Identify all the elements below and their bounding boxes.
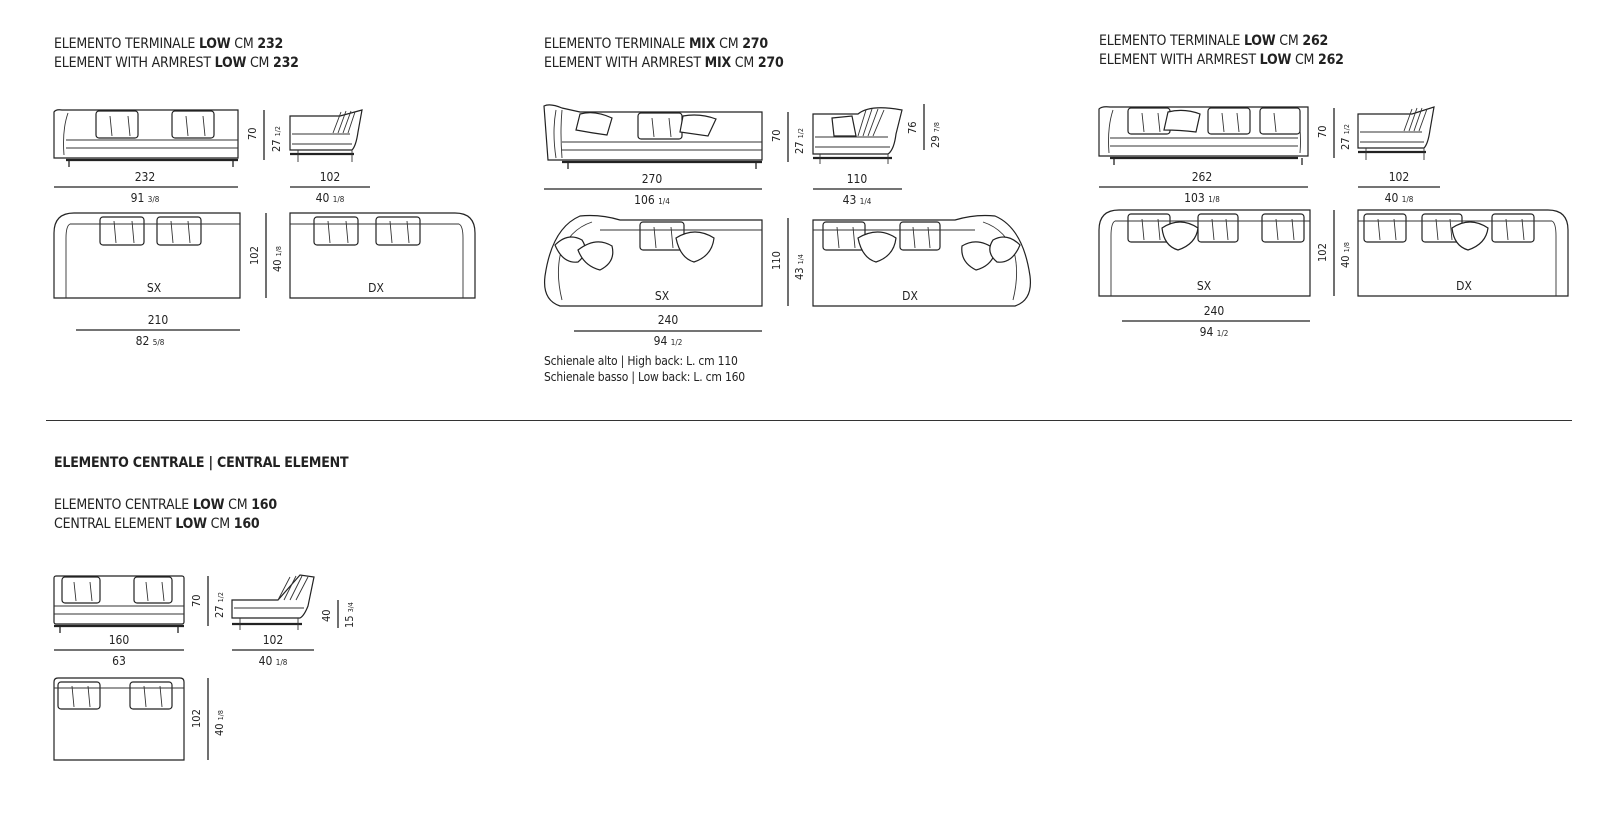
central-element-heading: ELEMENTO CENTRALE | CENTRAL ELEMENT bbox=[54, 455, 349, 471]
dim-height-in: 27 1/2 bbox=[270, 126, 283, 152]
header-terminal-low-262: ELEMENTO TERMINALE LOW CM 262 ELEMENT WI… bbox=[1099, 32, 1344, 70]
sofa-plan-view-160 bbox=[53, 677, 185, 761]
header-line-en: ELEMENT WITH ARMREST MIX CM 270 bbox=[544, 55, 784, 71]
header-terminal-low-232: ELEMENTO TERMINALE LOW CM 232 ELEMENT WI… bbox=[54, 35, 299, 73]
dim-side-depth-in: 40 1/8 bbox=[316, 191, 345, 205]
section-divider bbox=[46, 420, 1572, 421]
plan-label-dx: DX bbox=[1456, 279, 1472, 293]
dim-plan-width-in: 94 1/2 bbox=[1200, 325, 1229, 339]
dim-height-in: 27 1/2 bbox=[793, 128, 806, 154]
dim-plan-depth-cm: 102 bbox=[1316, 243, 1329, 262]
sofa-plan-view-sx-270 bbox=[543, 214, 763, 307]
header-line-it: ELEMENTO TERMINALE LOW CM 232 bbox=[54, 36, 284, 52]
dim-seat-height-in: 15 3/4 bbox=[343, 602, 356, 628]
header-line-en: CENTRAL ELEMENT LOW CM 160 bbox=[54, 516, 260, 532]
sofa-plan-view-sx-232 bbox=[53, 212, 241, 299]
sofa-front-view-270 bbox=[543, 104, 763, 169]
header-line-it: ELEMENTO TERMINALE MIX CM 270 bbox=[544, 36, 768, 52]
note-low-back: Schienale basso | Low back: L. cm 160 bbox=[544, 370, 745, 384]
dim-plan-width-in: 94 1/2 bbox=[654, 334, 683, 348]
dim-back-height-cm: 76 bbox=[906, 121, 919, 134]
header-line-en: ELEMENT WITH ARMREST LOW CM 232 bbox=[54, 55, 299, 71]
sofa-front-view-160 bbox=[53, 575, 185, 633]
dim-front-width-in: 91 3/8 bbox=[131, 191, 160, 205]
dim-plan-depth-in: 40 1/8 bbox=[1339, 242, 1352, 268]
dim-height-cm: 70 bbox=[1316, 125, 1329, 138]
sofa-side-view-262 bbox=[1357, 106, 1435, 160]
dim-front-width-in: 106 1/4 bbox=[634, 193, 670, 207]
dim-side-depth-in: 43 1/4 bbox=[843, 193, 872, 207]
plan-label-sx: SX bbox=[1197, 279, 1212, 293]
sofa-side-view-270 bbox=[812, 107, 903, 164]
dim-side-depth-in: 40 1/8 bbox=[259, 654, 288, 668]
dim-plan-depth-in: 43 1/4 bbox=[793, 254, 806, 280]
sofa-plan-view-dx-232 bbox=[289, 212, 476, 299]
header-line-it: ELEMENTO CENTRALE LOW CM 160 bbox=[54, 497, 277, 513]
dim-plan-width-cm: 210 bbox=[148, 313, 169, 327]
sofa-side-view-160 bbox=[231, 574, 315, 630]
dim-front-width-in: 63 bbox=[112, 654, 126, 668]
sofa-front-view-232 bbox=[53, 109, 239, 167]
sofa-plan-view-dx-270 bbox=[812, 214, 1032, 307]
dim-front-width-in: 103 1/8 bbox=[1184, 191, 1220, 205]
dim-height-in: 27 1/2 bbox=[213, 592, 226, 618]
dim-height-cm: 70 bbox=[770, 129, 783, 142]
dim-side-depth-cm: 102 bbox=[320, 170, 341, 184]
dim-front-width-cm: 262 bbox=[1192, 170, 1213, 184]
dim-height-cm: 70 bbox=[246, 127, 259, 140]
sofa-side-view-232 bbox=[289, 109, 363, 162]
note-high-back: Schienale alto | High back: L. cm 110 bbox=[544, 354, 738, 368]
dim-side-depth-cm: 102 bbox=[263, 633, 284, 647]
header-terminal-mix-270: ELEMENTO TERMINALE MIX CM 270 ELEMENT WI… bbox=[544, 35, 784, 73]
dim-side-depth-cm: 110 bbox=[847, 172, 868, 186]
dim-plan-width-cm: 240 bbox=[658, 313, 679, 327]
plan-label-sx: SX bbox=[147, 281, 162, 295]
plan-label-dx: DX bbox=[902, 289, 918, 303]
dim-plan-depth-in: 40 1/8 bbox=[271, 246, 284, 272]
plan-label-dx: DX bbox=[368, 281, 384, 295]
dim-front-width-cm: 232 bbox=[135, 170, 156, 184]
mix-back-notes: Schienale alto | High back: L. cm 110 Sc… bbox=[544, 353, 745, 385]
sofa-front-view-262 bbox=[1098, 106, 1309, 165]
dim-plan-depth-cm: 102 bbox=[190, 709, 203, 728]
dim-height-cm: 70 bbox=[190, 594, 203, 607]
plan-label-sx: SX bbox=[655, 289, 670, 303]
dim-side-depth-in: 40 1/8 bbox=[1385, 191, 1414, 205]
dim-back-height-in: 29 7/8 bbox=[929, 122, 942, 148]
dim-plan-depth-cm: 110 bbox=[770, 251, 783, 270]
dim-plan-width-cm: 240 bbox=[1204, 304, 1225, 318]
dim-height-in: 27 1/2 bbox=[1339, 124, 1352, 150]
sofa-plan-view-sx-262 bbox=[1098, 209, 1311, 297]
dim-front-width-cm: 160 bbox=[109, 633, 130, 647]
header-line-it: ELEMENTO TERMINALE LOW CM 262 bbox=[1099, 33, 1329, 49]
dim-plan-width-in: 82 5/8 bbox=[136, 334, 165, 348]
sofa-plan-view-dx-262 bbox=[1357, 209, 1569, 297]
header-central-low-160: ELEMENTO CENTRALE LOW CM 160 CENTRAL ELE… bbox=[54, 496, 277, 534]
dim-front-width-cm: 270 bbox=[642, 172, 663, 186]
dim-plan-depth-cm: 102 bbox=[248, 246, 261, 265]
dim-seat-height-cm: 40 bbox=[320, 609, 333, 622]
dim-side-depth-cm: 102 bbox=[1389, 170, 1410, 184]
header-line-en: ELEMENT WITH ARMREST LOW CM 262 bbox=[1099, 52, 1344, 68]
dim-plan-depth-in: 40 1/8 bbox=[213, 710, 226, 736]
